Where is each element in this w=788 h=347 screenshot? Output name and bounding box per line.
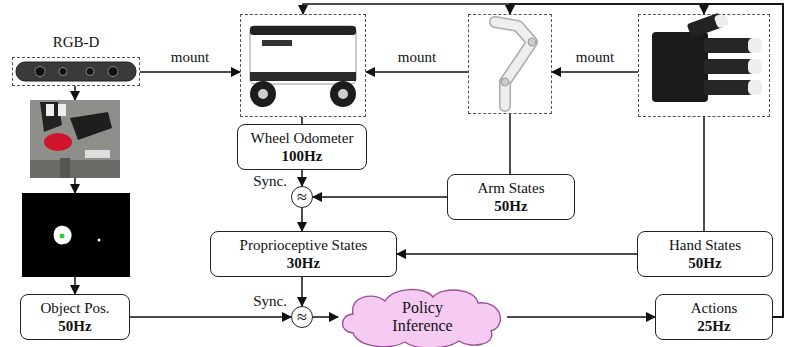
photo-frame (30, 100, 120, 178)
process-box: Wheel Odometer100Hz (237, 124, 367, 170)
connector (74, 178, 76, 193)
cloud-node: Policy Inference (335, 285, 510, 347)
illustration-part (748, 38, 762, 53)
rate-text: 50Hz (494, 197, 527, 215)
connector (510, 4, 783, 317)
connector (397, 253, 637, 255)
connector (313, 316, 338, 318)
illustration-part (262, 40, 292, 46)
rate-text: 50Hz (688, 254, 721, 272)
cloud-outline (335, 285, 510, 347)
sync-circle: ≈ (291, 186, 313, 208)
sync-label: Sync. (253, 292, 287, 310)
illustration-part (330, 81, 356, 107)
process-box: Hand States50Hz (637, 231, 773, 277)
illustration-part (46, 104, 54, 116)
rate-text: 30Hz (287, 254, 320, 272)
connector (552, 71, 638, 73)
hand-frame (638, 14, 770, 117)
illustration-part (250, 72, 356, 81)
arm-frame (468, 14, 552, 114)
sync-symbol: ≈ (297, 188, 307, 206)
connector (301, 170, 303, 186)
illustration-part (250, 26, 356, 84)
illustration-part (58, 104, 66, 116)
connector (301, 208, 303, 231)
connector (140, 71, 240, 73)
illustration-part (501, 78, 509, 86)
mobile-base-illustration (250, 26, 356, 107)
illustration-part (258, 89, 268, 99)
connector (74, 86, 76, 100)
illustration-part (86, 68, 94, 76)
camera-frame: RGB-D (12, 57, 140, 86)
illustration-part (250, 81, 276, 107)
node-title: Arm States (477, 179, 544, 197)
illustration-part (98, 239, 101, 242)
illustration-part (30, 100, 120, 178)
illustration-part (70, 112, 112, 140)
connector (313, 196, 447, 198)
connector (74, 277, 76, 294)
sync-circle: ≈ (291, 306, 313, 328)
sync-label: Sync. (253, 172, 287, 190)
sync-symbol: ≈ (297, 308, 307, 326)
process-box: Arm States50Hz (447, 174, 575, 220)
illustration-part (704, 59, 752, 74)
connector (301, 277, 303, 306)
robot-hand-illustration (652, 12, 762, 102)
rate-text: 50Hz (58, 317, 91, 335)
illustration-part (60, 158, 70, 178)
illustration-part (250, 26, 356, 35)
connector (130, 316, 291, 318)
illustration-part (704, 38, 752, 53)
illustration-part (16, 62, 136, 81)
illustration-part (704, 80, 752, 95)
illustration-part (30, 160, 120, 178)
illustration-part (108, 67, 118, 77)
node-title: Proprioceptive States (240, 236, 368, 254)
illustration-part (85, 150, 110, 158)
connector (366, 71, 468, 73)
connector (301, 117, 303, 124)
illustration-part (44, 133, 72, 151)
illustration-part (60, 234, 65, 239)
edge-label: mount (574, 48, 616, 66)
connector (703, 117, 705, 231)
process-box: Actions25Hz (655, 294, 773, 340)
illustration-part (22, 193, 130, 277)
camera-illustration (16, 62, 136, 81)
node-title: Policy Inference (383, 299, 463, 336)
cloud-shape (343, 290, 501, 347)
edge-label: mount (169, 48, 211, 66)
connector (507, 316, 655, 318)
base-frame (240, 14, 366, 117)
camera-photo (30, 100, 120, 178)
illustration-part (748, 59, 762, 74)
illustration-part (35, 67, 45, 77)
connector (509, 114, 511, 174)
illustration-part (528, 38, 536, 46)
edge-label: mount (396, 48, 438, 66)
illustration-part (495, 22, 532, 106)
illustration-part (338, 89, 348, 99)
node-title: Wheel Odometer (251, 129, 354, 147)
illustration-part (54, 226, 72, 245)
mask-frame (22, 193, 130, 277)
illustration-part (495, 22, 532, 106)
rate-text: 25Hz (697, 317, 730, 335)
illustration-part (59, 68, 67, 76)
rate-text: 100Hz (282, 147, 323, 165)
illustration-part (652, 32, 708, 102)
device-label: RGB-D (53, 33, 100, 51)
process-box: Object Pos.50Hz (20, 294, 130, 340)
segmentation-mask (22, 193, 130, 277)
robot-arm-illustration (495, 22, 536, 106)
node-title: Object Pos. (40, 299, 109, 317)
node-title: Actions (691, 299, 738, 317)
node-title: Hand States (669, 236, 741, 254)
process-box: Proprioceptive States30Hz (210, 231, 397, 277)
illustration-part (748, 80, 762, 95)
